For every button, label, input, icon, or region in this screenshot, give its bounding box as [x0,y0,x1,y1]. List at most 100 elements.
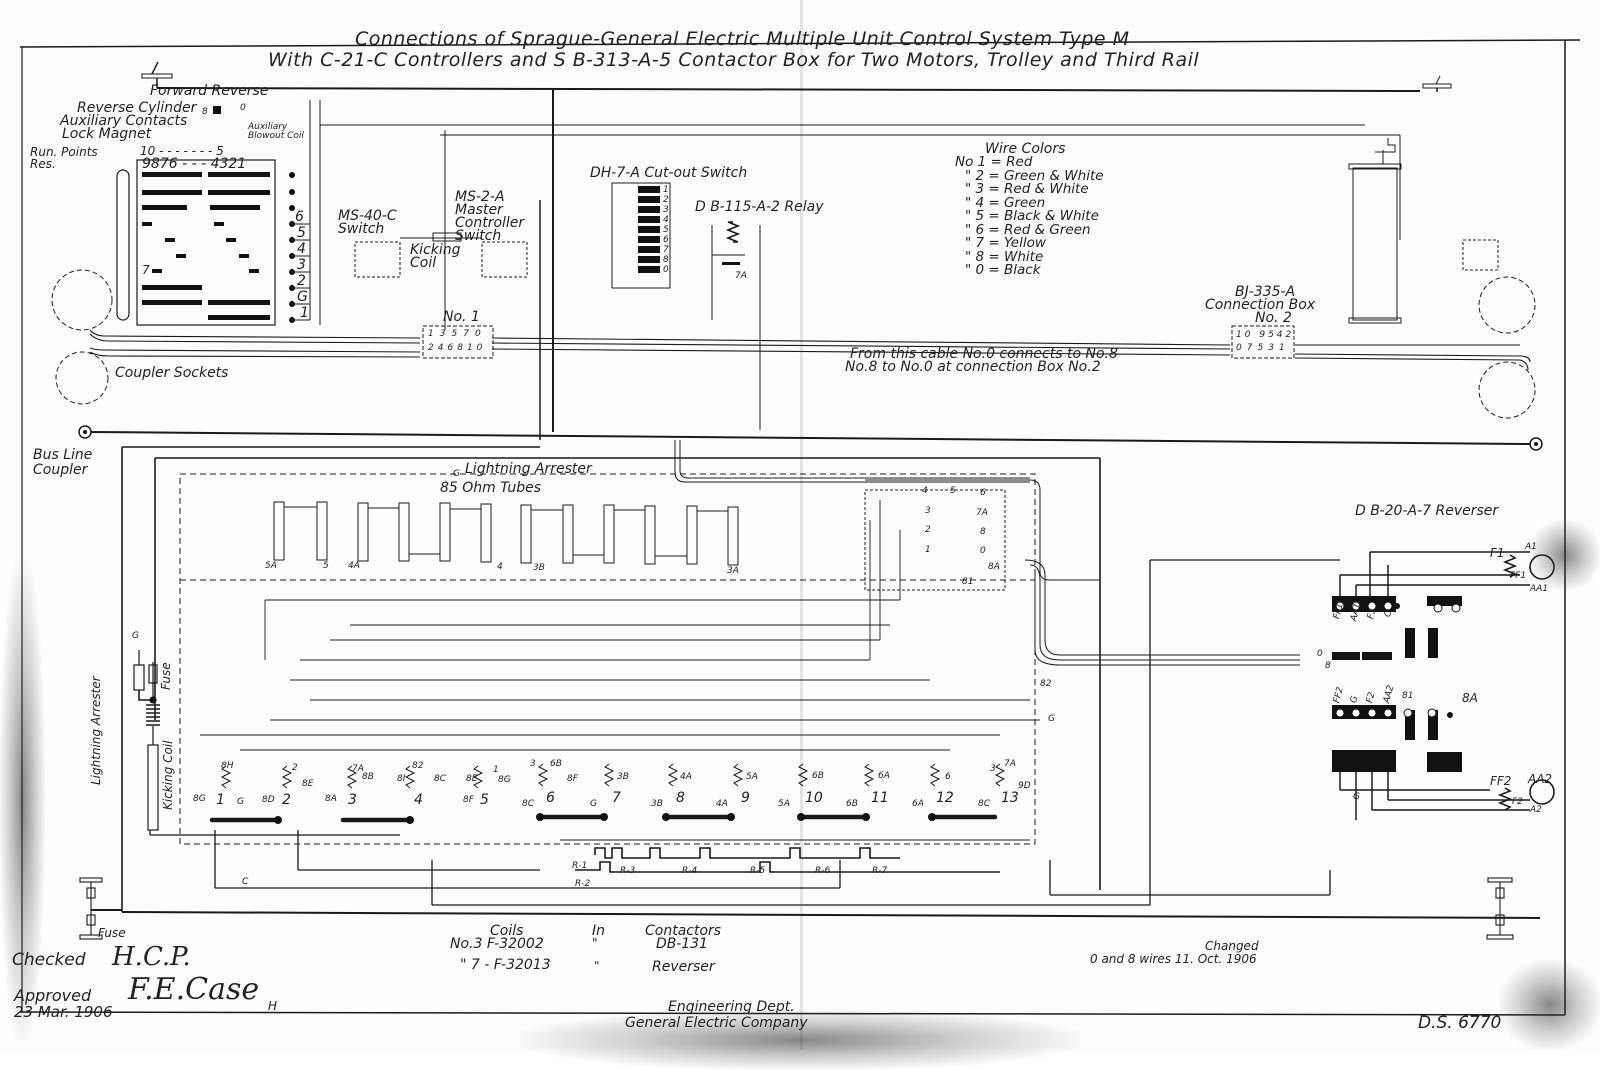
wire-label: 1 [493,765,499,775]
ms2a-label-1: MS-2-A [455,189,505,205]
res-label: Res. [30,157,56,171]
resistor-label: R-1 [572,861,588,871]
change-text: 0 and 8 wires 11. Oct. 1906 [1090,952,1257,966]
coil-row-1-target: DB-131 [656,936,708,952]
run-points-label: Run. Points [30,145,98,159]
junction-terminal: 8 [980,527,986,537]
contactor-number: 7 [612,790,621,806]
tube-tap: 4 [497,562,503,572]
bus-line-label: Bus Line [33,447,93,463]
wire-color-entry: " 4 = Green [965,194,1046,211]
controller-terminal: 2 [297,273,306,289]
res-values: 9876 - - - 4321 [142,156,247,172]
connection-box-2-model: BJ-335-A [1235,284,1296,300]
wire-color-entry: " 3 = Red & White [965,181,1089,197]
wire-label: 8F [463,795,474,805]
motor2-armature-a: AA2 [1528,772,1553,786]
resistor-label: R-6 [815,866,831,876]
contactor-number: 9 [741,790,750,806]
wire-label: G [1048,714,1055,724]
in-heading: In [592,923,606,939]
drawing-number: D.S. 6770 [1418,1013,1502,1033]
motor1-field-a: F1 [1490,546,1505,560]
reverser-wire-8a: 8A [1462,691,1478,705]
wire-label: 3B [651,799,663,809]
cutout-position: 5 [663,225,669,235]
contactor-number: 11 [871,790,889,806]
bottom-fuse-label: Fuse [98,926,126,940]
wire-label: 6B [812,771,824,781]
company-label: General Electric Company [625,1015,808,1031]
resistor-label: R-5 [750,866,766,876]
trolley-pole-right [1422,75,1452,89]
tubes-label: 85 Ohm Tubes [440,480,542,496]
reverse-cylinder-label: Reverse Cylinder [77,100,197,116]
wire-label: 4A [680,772,692,782]
wire-label: 8B [362,772,374,782]
resistor-label: R-3 [620,866,636,876]
wire-color-entry: " 0 = Black [965,262,1041,278]
cutout-switch-label: DH-7-A Cut-out Switch [590,165,748,181]
motor1-armature-a: A1 [1525,542,1537,552]
wire-label: 3B [617,772,629,782]
fuse-vertical-label: Fuse [159,662,173,690]
cutout-position: 6 [663,235,669,245]
junction-terminal: 5 [950,486,956,496]
contactor-number: 6 [546,790,555,806]
wire-label: 9D [1018,781,1031,791]
contactor-number: 2 [282,792,291,808]
contactor-number: 10 [805,790,823,806]
coil-row-2-id: " 7 - F-32013 [460,957,551,973]
cutout-position: 2 [663,195,669,205]
junction-terminal: 8A [988,562,1000,572]
wire-label: 6A [912,799,924,809]
wire-color-entry: " 7 = Yellow [965,235,1046,251]
ms2a-label-3: Controller [455,215,525,231]
wire-color-entry: " 8 = White [965,248,1044,265]
reverser-ground: G [1353,792,1360,802]
rc-pin-0: 0 [240,103,246,113]
lightning-arrester-ground: G [453,469,460,479]
checked-signature: H.C.P. [112,942,191,972]
connection-box-1-bottom-row: 246810 [428,343,487,353]
junction-terminal: 7A [976,508,988,518]
left-ground-label: G [132,631,139,641]
paper-stain [1530,520,1600,590]
cutout-position: 8 [663,255,669,265]
controller-terminal: G [297,289,308,305]
controller-terminal: 6 [295,209,304,225]
motor2-field-b: F2 [1512,797,1523,807]
relay-label: D B-115-A-2 Relay [695,199,824,215]
coil-row-1-ditto: " [592,936,598,950]
bus-line-coupler-label: Coupler [33,462,88,478]
wire-label: G [590,799,597,809]
rc-pin-8: 8 [202,107,208,117]
controller-terminal: 5 [297,225,306,241]
wire-label: 8E [466,774,478,784]
wire-colors-heading: Wire Colors [985,141,1066,157]
trolley-pole-left [141,61,173,79]
wire-label: 5A [746,772,758,782]
junction-terminal: 6 [980,488,986,498]
wire-label: 7A [1004,759,1016,769]
wire-label: 8C [434,774,447,784]
wire-label: 2 [292,763,298,773]
connection-box-1-top-row: 13570 [428,329,487,339]
junction-terminal: 3 [925,506,931,516]
wire-label: 8F [567,774,578,784]
junction-terminal: 81 [962,577,974,587]
wire-color-entry: " 6 = Red & Green [965,221,1091,238]
title-line-2: With C-21-C Controllers and S B-313-A-5 … [268,49,1200,71]
coil-row-2-ditto: " [594,959,600,973]
reverser-label: D B-20-A-7 Reverser [1355,503,1499,519]
controller-terminal: 4 [297,241,306,257]
relay-contact-label: 7A [735,271,747,281]
cutout-position: 1 [663,185,669,195]
forward-reverse-label: Forward Reverse [150,83,269,99]
motor2-field-a: FF2 [1490,774,1512,788]
wire-color-entry: No 1 = Red [955,154,1033,170]
wire-colors-legend: Wire Colors No 1 = Red " 2 = Green & Whi… [955,142,1104,278]
connection-box-2-label: Connection Box [1205,297,1316,313]
tube-tap: 3B [533,563,545,573]
